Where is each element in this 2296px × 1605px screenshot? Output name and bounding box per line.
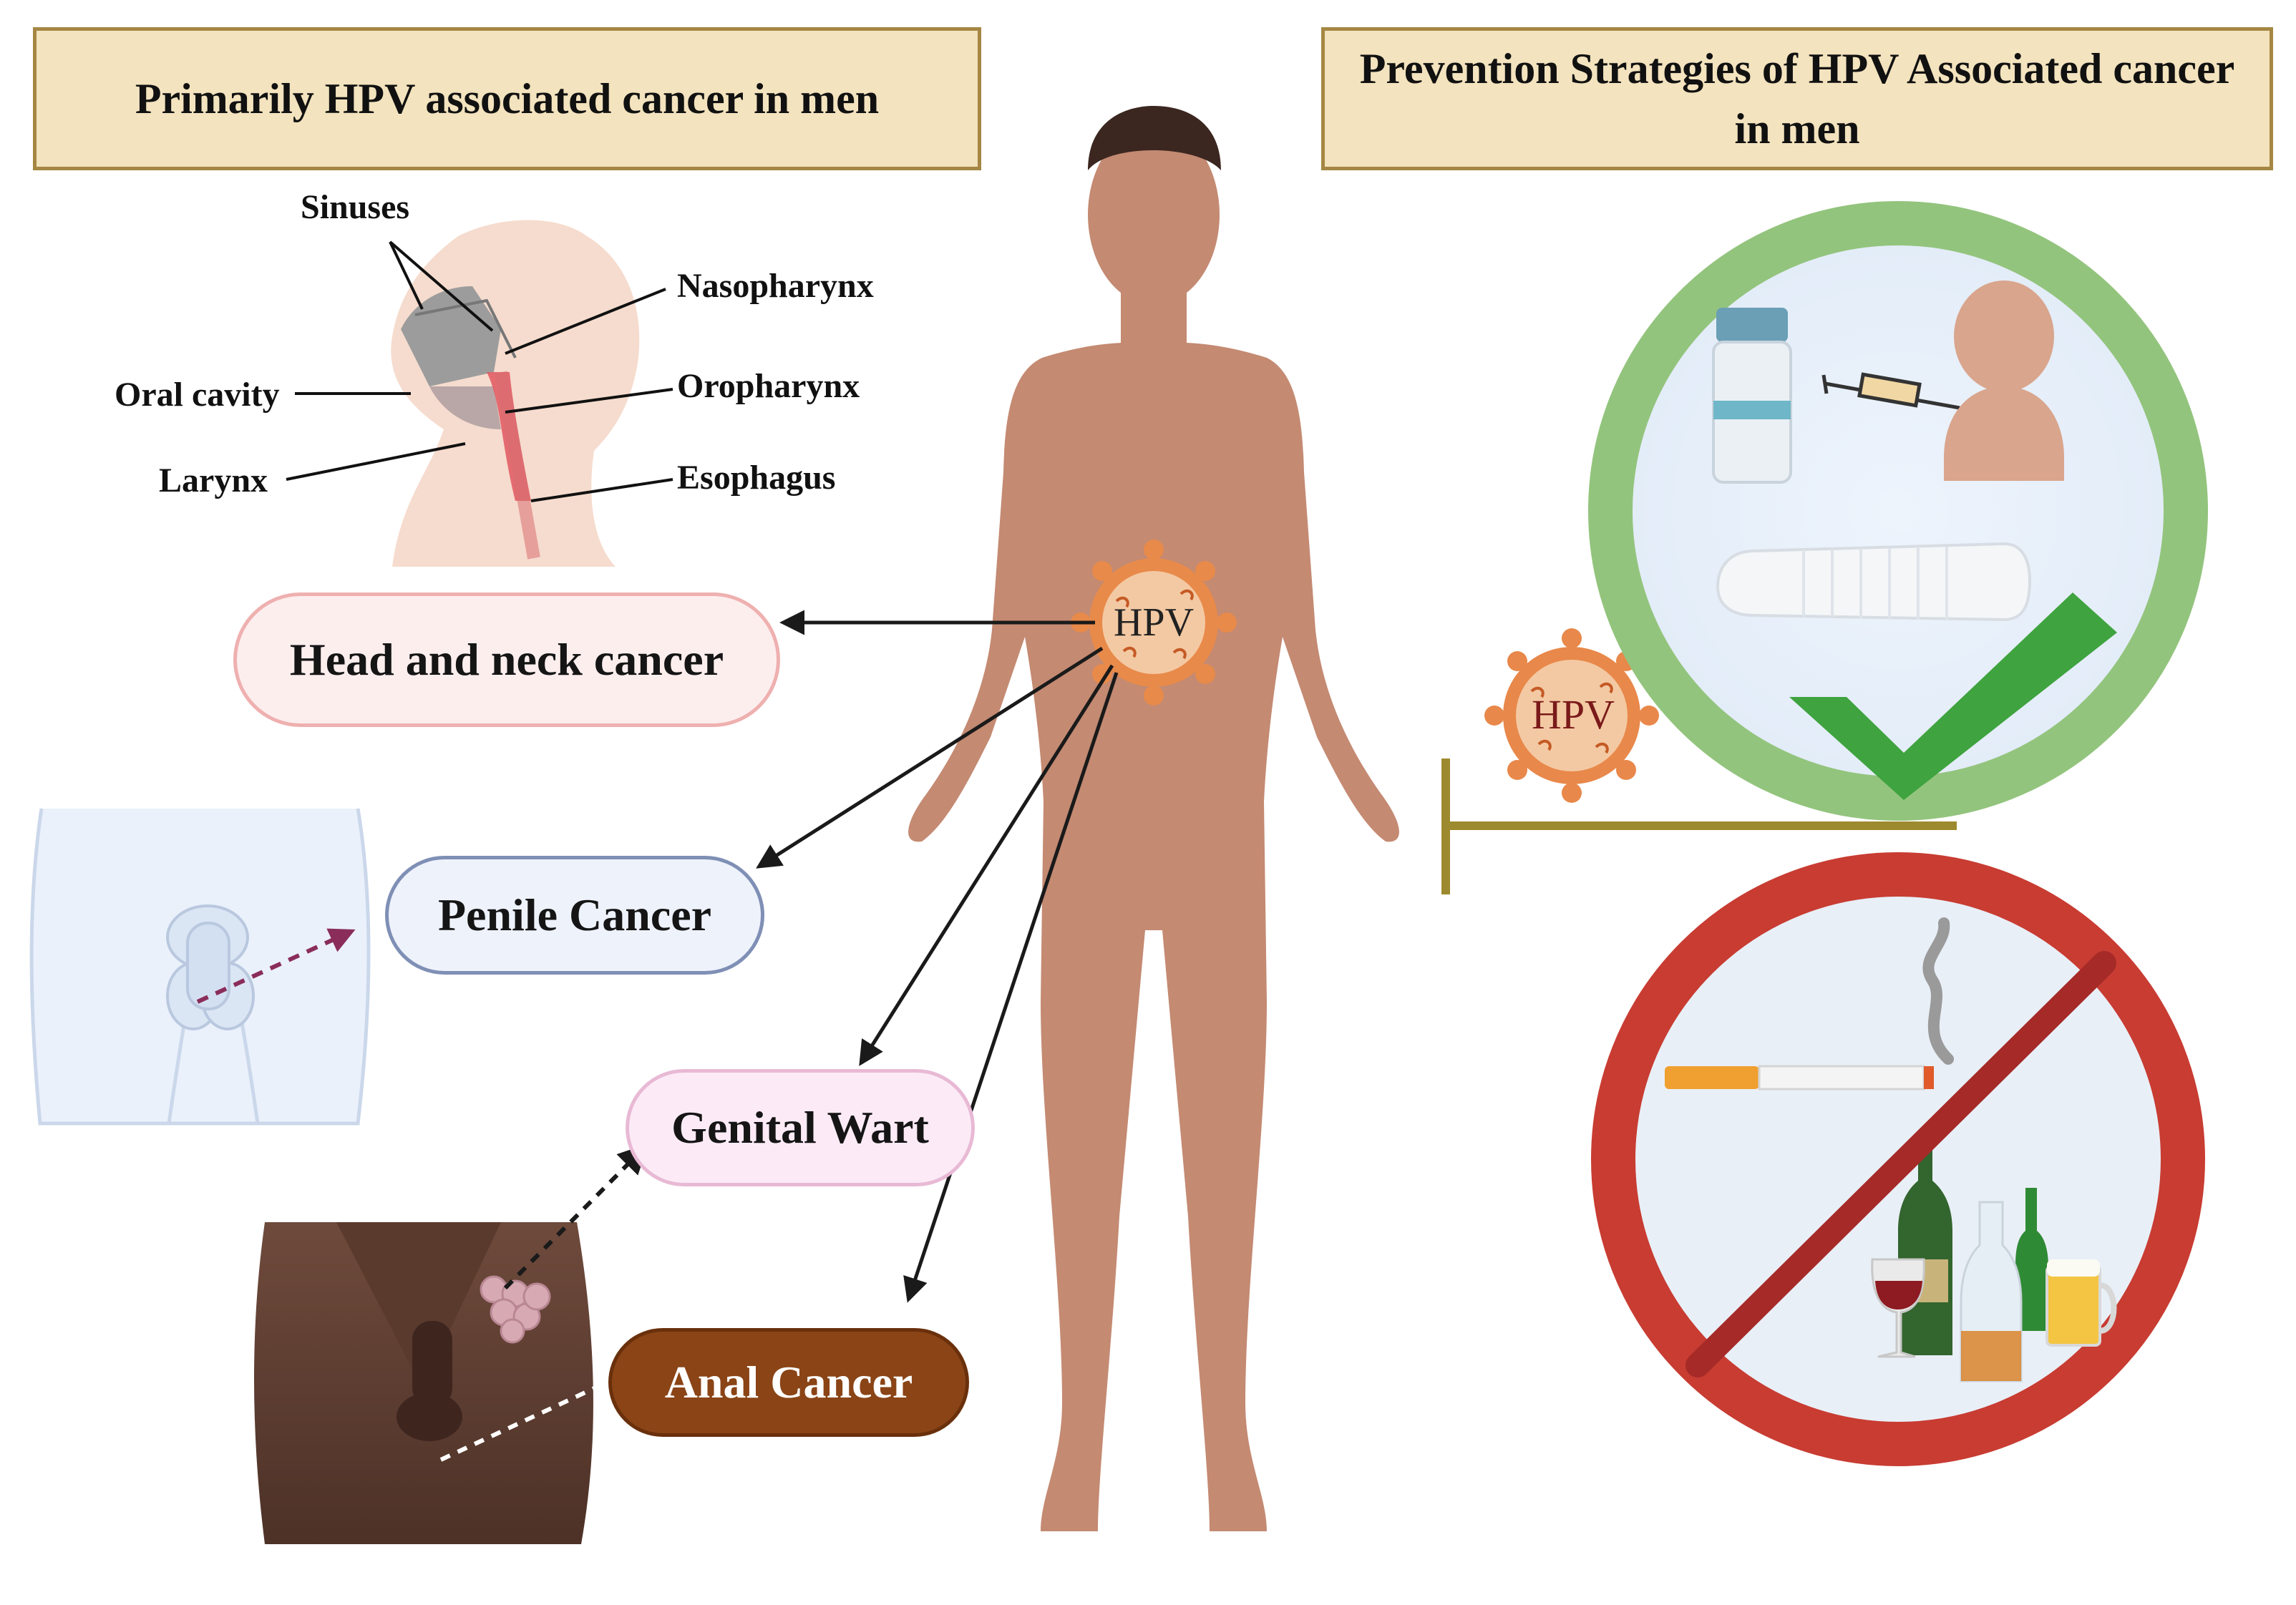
label-oropharynx: Oropharynx <box>677 367 860 405</box>
baby-icon <box>1944 280 2064 481</box>
outcome-genital-wart-text: Genital Wart <box>671 1102 929 1153</box>
outcome-head-neck-cancer-text: Head and neck cancer <box>289 634 724 685</box>
label-larynx: Larynx <box>159 462 268 499</box>
label-sinuses: Sinuses <box>301 188 410 226</box>
title-prevention-strategies: Prevention Strategies of HPV Associated … <box>1321 27 2273 170</box>
inhibition-bar <box>1441 758 1957 894</box>
outcome-penile-cancer: Penile Cancer <box>385 856 764 975</box>
virus-outcome-arrows <box>756 610 1119 1303</box>
vaccine-vial-icon <box>1712 308 1792 484</box>
label-oral-cavity: Oral cavity <box>115 376 280 414</box>
prohibition-slash <box>1685 951 2116 1377</box>
syringe-icon <box>1821 372 1960 410</box>
penile-illustration <box>29 808 371 1126</box>
perineal-illustration <box>254 1143 658 1544</box>
outcome-anal-cancer-text: Anal Cancer <box>664 1357 913 1408</box>
alcohol-icon <box>1871 1138 2117 1382</box>
outcome-anal-cancer: Anal Cancer <box>608 1328 969 1437</box>
outcome-genital-wart: Genital Wart <box>626 1069 975 1186</box>
prohibition-circle <box>1591 852 2205 1466</box>
checkmark-icon <box>1789 592 2117 800</box>
cigarette-icon <box>1665 1065 1934 1091</box>
title-prevention-strategies-text: Prevention Strategies of HPV Associated … <box>1359 45 2235 152</box>
hpv-blocked-label: HPV <box>1532 691 1615 738</box>
label-esophagus: Esophagus <box>677 459 836 497</box>
hpv-virus-blocked <box>1484 628 1659 803</box>
title-primary-cancers: Primarily HPV associated cancer in men <box>33 27 981 170</box>
prevention-circle <box>1588 201 2208 821</box>
title-primary-cancers-text: Primarily HPV associated cancer in men <box>135 74 880 122</box>
hpv-virus-center <box>1071 540 1237 706</box>
outcome-head-neck-cancer: Head and neck cancer <box>233 592 780 727</box>
head-neck-anatomy-illustration <box>286 220 673 567</box>
condom-icon <box>1716 542 2032 622</box>
human-figure-illustration <box>908 106 1399 1531</box>
hpv-center-label: HPV <box>1114 600 1194 645</box>
outcome-penile-cancer-text: Penile Cancer <box>437 889 712 940</box>
label-nasopharynx: Nasopharynx <box>677 267 874 305</box>
